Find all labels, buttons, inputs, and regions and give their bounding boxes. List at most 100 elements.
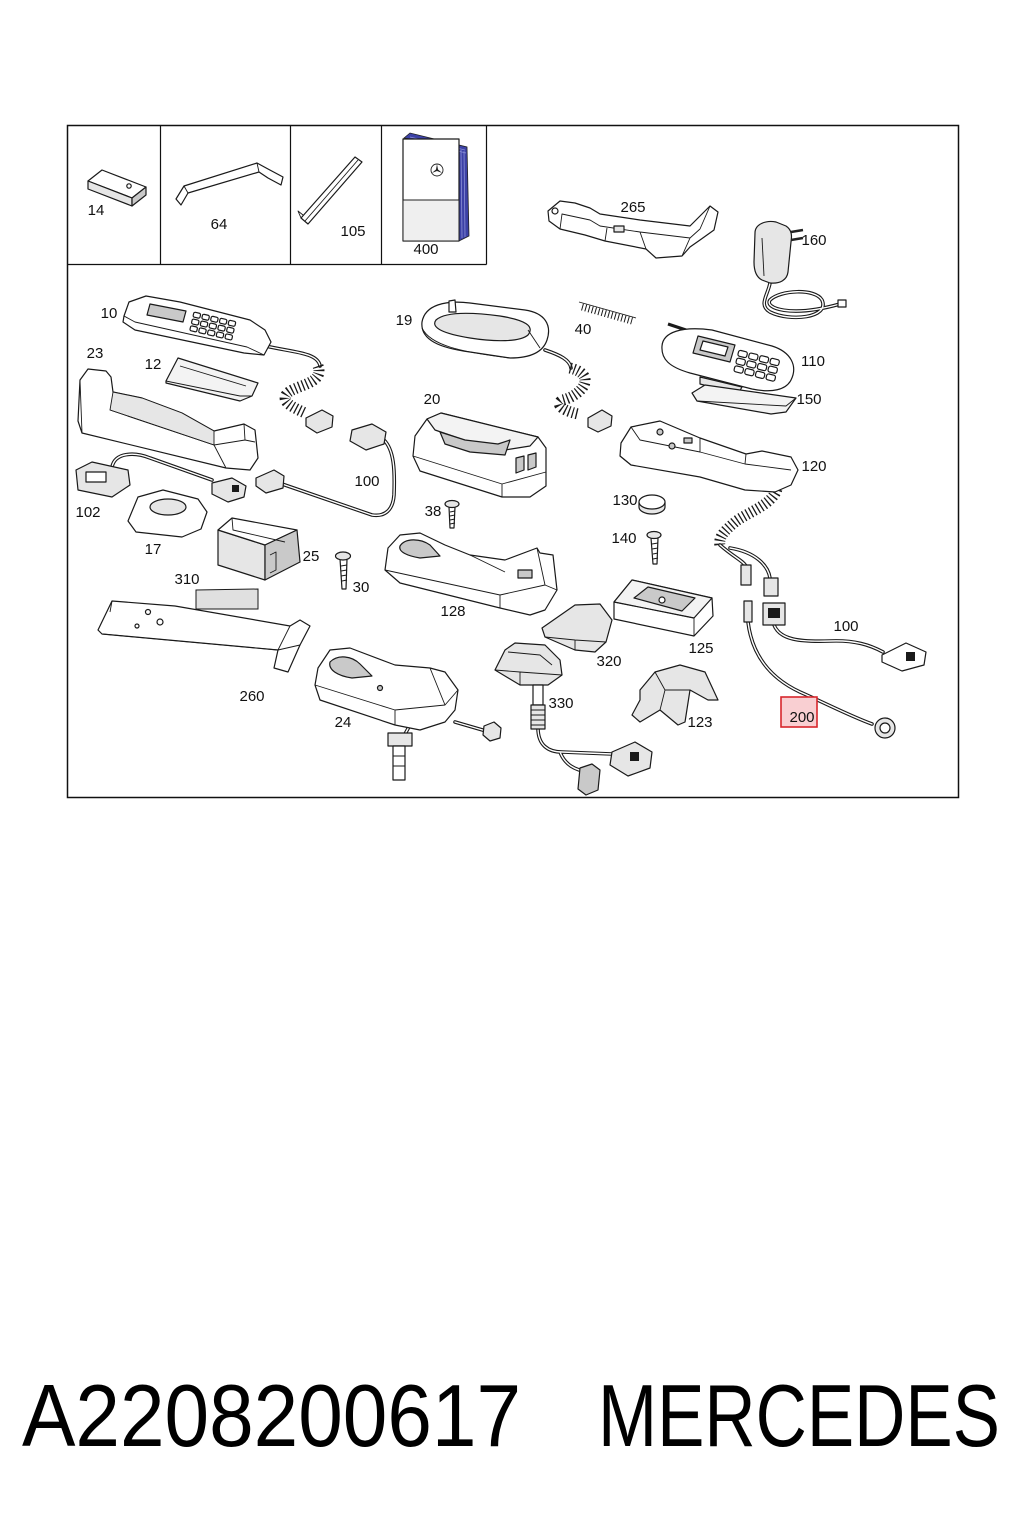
part-30-screw [334,551,352,590]
cable-200-plug [743,600,753,623]
cradle-120-plug-b [763,577,779,597]
part-40-contact-comb [578,301,637,325]
frame-border [66,124,960,799]
disc-top [638,494,666,510]
part-330-antenna-coupler [494,642,653,796]
cradle-128-socket [517,569,533,579]
screw-30-head [334,551,352,561]
callout-140: 140 [611,530,636,547]
cradle-19-connector [587,409,613,433]
callout-200[interactable]: 200 [789,709,814,726]
cradle-19-coil-cable [553,362,591,420]
cradle-120-plug-a [740,564,752,586]
cradle-24-plug-down [392,745,406,781]
part-160-charger [753,220,847,320]
cable-100-top-connector-b [255,469,285,494]
screw-140-thread [651,542,659,560]
callout-17: 17 [145,541,162,558]
bracket-123-body [631,664,719,726]
plate-260-hole-c [134,623,140,629]
coupler-330-head [494,642,563,686]
cable-102-wire [110,452,214,482]
callout-100-right: 100 [833,618,858,635]
plate-260-hole-b [156,618,164,626]
diagram-frame [66,124,960,799]
mercedes-star-icon [430,163,444,177]
screw-38-head [444,499,460,509]
cradle-20-socket-b [527,452,537,471]
callout-25: 25 [303,548,320,565]
phone-keypad [733,349,780,382]
housing-25-details [231,517,286,574]
part-100-cable-top [255,423,397,518]
part-110-mobile-phone [661,322,795,395]
cradle-19-edges [421,327,541,359]
part-38-screw [444,499,460,529]
cradle-24-cup [329,656,373,679]
part-64-bracket [175,162,284,206]
cable-200-wire [746,620,874,726]
cover-320-edge [544,636,607,650]
callout-110: 110 [801,353,825,370]
cable-100-right-plug-a-face [768,608,780,618]
part-320-cover [541,603,613,653]
part-125-tray [613,579,714,637]
callout-24: 24 [335,714,352,731]
part-10-handset [122,295,334,434]
cable-100-top-connector-a [349,423,387,451]
footer-brand: MERCEDES [598,1366,1000,1465]
callout-30: 30 [353,579,370,596]
callout-330: 330 [548,695,573,712]
part-105-strip [297,156,363,225]
pad-310 [195,588,259,610]
cradle-120-edges [619,426,792,471]
part-17-insert [127,489,208,538]
callout-125: 125 [688,640,713,657]
charger-seam [761,237,765,277]
part-150-plate [691,384,797,415]
screw-30-thread [340,564,348,582]
coupler-330-plug-a-face [630,752,639,761]
callout-102: 102 [75,504,100,521]
callout-310: 310 [174,571,199,588]
bracket-hole [551,207,559,215]
highlight-border[interactable] [780,696,818,728]
cradle-24-plug-right [482,721,502,742]
callout-120: 120 [801,458,826,475]
callout-100-top: 100 [354,473,379,490]
part-128-cradle [384,532,558,616]
cradle-24-edges [314,667,459,725]
part-123-bracket [631,664,719,726]
manual-cover-band [402,199,460,242]
bracket-body [175,162,284,206]
callout-130: 130 [612,492,637,509]
callout-labels: 14 64 105 400 265 160 10 19 40 110 23 12… [75,199,858,731]
screw-38-shaft [448,506,456,529]
tray-125-hole [658,596,666,604]
part-25-housing [217,517,301,581]
cable-100-top-wire [280,438,397,518]
part-400-manual [402,132,470,242]
coupler-330-edges [494,651,563,685]
cable-102-plug [211,477,247,503]
callout-14: 14 [88,202,105,219]
part-100-cable-right [762,602,927,672]
part-24-cradle [314,647,502,781]
clip-hole [126,183,132,189]
handset-connector [305,409,334,434]
part-130-disc [638,494,666,515]
part-265-mounting-bracket [547,200,719,259]
bracket-123-edges [654,671,690,711]
cable-100-right-plug-b [881,642,927,672]
charger-plug [837,299,847,308]
plate-260-hole-a [144,608,152,616]
part-200-antenna-cable [743,600,896,739]
cable-100-right-wire [772,623,885,654]
plate-150-edge [696,397,797,407]
coupler-330-ribbed-sleeve [530,704,546,730]
cable-102-plug-pin [232,485,239,492]
part-14-clip [87,169,147,207]
holder-23-edges [79,379,256,469]
part-310-pad [195,588,259,610]
